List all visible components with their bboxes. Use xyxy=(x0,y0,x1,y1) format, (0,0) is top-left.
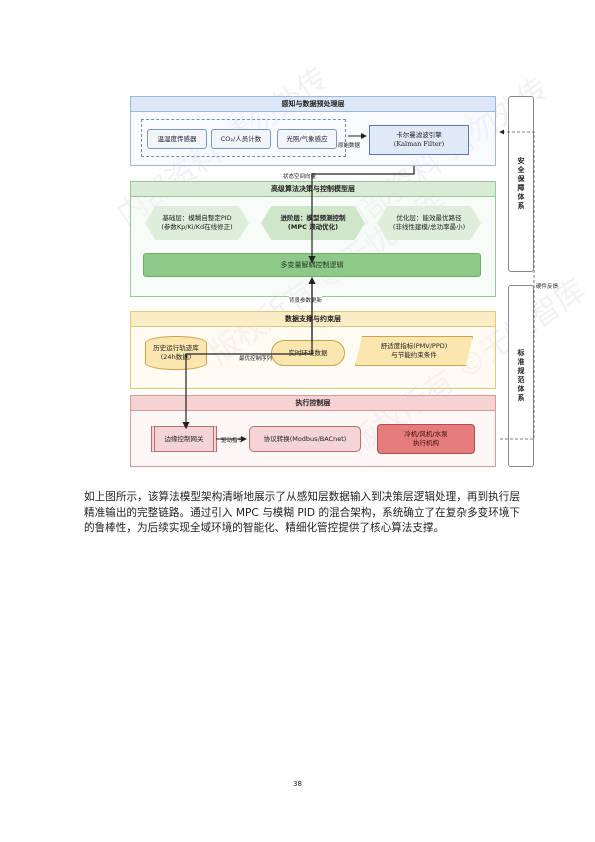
realtime-data-cloud: 实时环境数据 xyxy=(271,340,345,366)
background-update-label: 背景参数更新 xyxy=(289,296,323,304)
hex-title: 基础层：模糊自整定PID xyxy=(162,214,232,222)
comfort-constraint-box: 舒适度指标(PMV/PPD) 与节能约束条件 xyxy=(355,336,473,366)
hex-title: 优化层：能效最优路径 xyxy=(396,214,462,222)
security-system-panel: 安全保障体系 xyxy=(508,96,534,272)
sensor-box: 光照/气象感应 xyxy=(277,129,337,149)
layer-title: 感知与数据预处理层 xyxy=(131,97,495,112)
hex-subtitle: (MPC 滚动优化) xyxy=(287,223,339,231)
hexagon-mpc: 进阶层：模型预测控制 (MPC 滚动优化) xyxy=(261,206,365,240)
history-database-cylinder: 历史运行轨迹库 (24h数据) xyxy=(145,336,207,370)
actuator-title: 冷机/风机/水泵 xyxy=(404,430,448,438)
architecture-diagram: 内部资料 请勿外传 版权所有 ©无忧智库 内部资料 请勿外传 版权所有 ©无忧智… xyxy=(111,61,592,470)
layer-title: 执行控制层 xyxy=(131,396,495,411)
drive-command-label: 驱动指令 xyxy=(221,438,244,444)
comfort-title: 舒适度指标(PMV/PPD) xyxy=(380,342,448,350)
actuator-box: 冷机/风机/水泵 执行机构 xyxy=(377,424,475,454)
hexagon-energy-optimization: 优化层：能效最优路径 (非线性建模/总功率最小) xyxy=(377,206,481,240)
standard-system-panel: 标准规范体系 xyxy=(508,285,534,467)
kalman-title: 卡尔曼滤波引擎 xyxy=(396,131,442,139)
history-title: 历史运行轨迹库 xyxy=(153,344,199,352)
protocol-conversion-box: 协议转换(Modbus/BACnet) xyxy=(249,426,361,452)
hex-title: 进阶层：模型预测控制 xyxy=(280,214,346,222)
sensor-box: CO₂/人员计数 xyxy=(211,129,271,149)
state-vector-label: 状态空间向量 xyxy=(283,172,317,180)
connector-arrows xyxy=(182,129,535,442)
kalman-subtitle: (Kalman Filter) xyxy=(393,140,445,148)
actuator-subtitle: 执行机构 xyxy=(413,439,439,447)
history-subtitle: (24h数据) xyxy=(160,353,192,361)
sensor-box: 温湿度传感器 xyxy=(147,129,207,149)
hexagon-fuzzy-pid: 基础层：模糊自整定PID (参数Kp/Ki/Kd在线修正) xyxy=(145,206,249,240)
layer-perception: 感知与数据预处理层 温湿度传感器 CO₂/人员计数 光照/气象感应 原始数据 卡… xyxy=(130,96,496,166)
sensor-group xyxy=(141,119,346,157)
hex-subtitle: (非线性建模/总功率最小) xyxy=(392,223,466,231)
edge-gateway-box: 边缘控制网关 xyxy=(151,426,217,452)
layer-title: 数据支撑与约束层 xyxy=(131,312,495,327)
layer-data-support: 数据支撑与约束层 历史运行轨迹库 (24h数据) 实时环境数据 最优控制序列 舒… xyxy=(130,311,496,389)
layer-decision: 高级算法决策与控制模型层 基础层：模糊自整定PID (参数Kp/Ki/Kd在线修… xyxy=(130,181,496,297)
raw-data-label: 原始数据 xyxy=(338,143,361,149)
layer-title: 高级算法决策与控制模型层 xyxy=(131,182,495,197)
optimal-sequence-label: 最优控制序列 xyxy=(239,356,273,362)
page-number: 38 xyxy=(293,780,302,788)
layer-execution: 执行控制层 边缘控制网关 驱动指令 协议转换(Modbus/BACnet) 冷机… xyxy=(130,395,496,467)
kalman-filter-box: 卡尔曼滤波引擎 (Kalman Filter) xyxy=(369,125,469,155)
hardware-feedback-label: 硬件反馈 xyxy=(536,284,559,290)
body-paragraph: 如上图所示，该算法模型架构清晰地展示了从感知层数据输入到决策层逻辑处理，再到执行… xyxy=(84,491,520,534)
comfort-subtitle: 与节能约束条件 xyxy=(391,351,437,359)
hex-subtitle: (参数Kp/Ki/Kd在线修正) xyxy=(161,223,233,231)
